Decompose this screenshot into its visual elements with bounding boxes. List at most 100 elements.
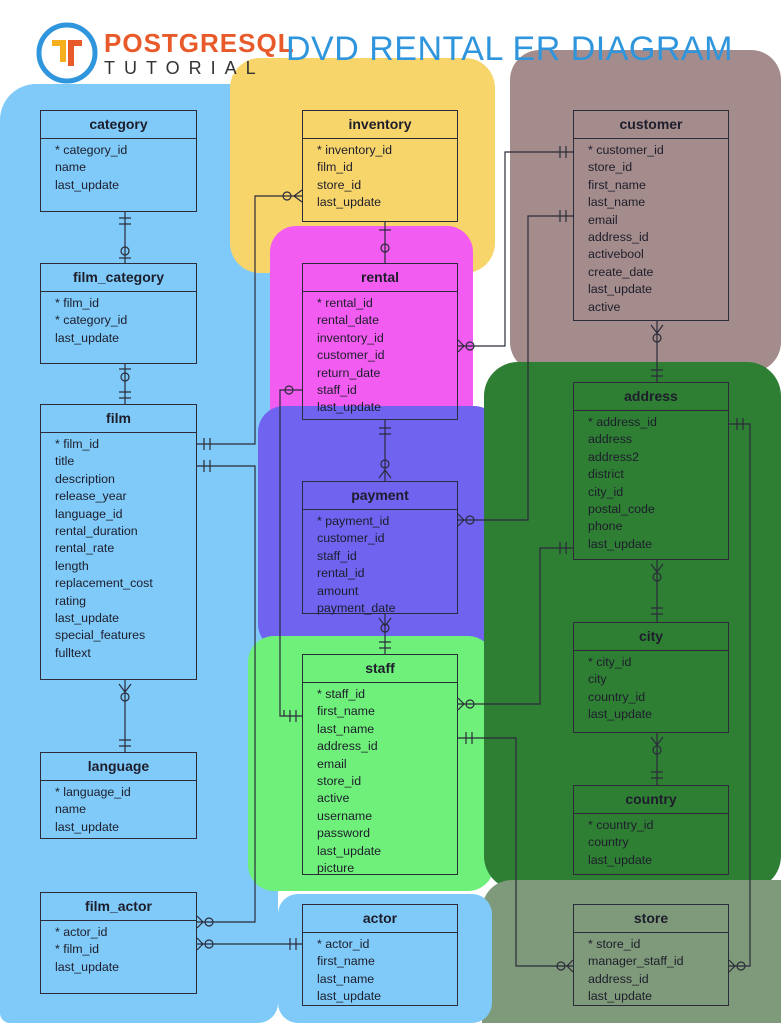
entity-film-category-title: film_category <box>41 264 196 292</box>
field-rental-date: rental_date <box>317 313 380 328</box>
field-create-date: create_date <box>588 264 654 279</box>
field-fulltext: fulltext <box>55 645 91 660</box>
field-store-id: store_id <box>317 774 362 789</box>
entity-address: address * address_id address address2 di… <box>573 382 729 560</box>
entity-category-title: category <box>41 111 196 139</box>
field-city-id: * city_id <box>588 655 632 669</box>
field-country-id: * country_id <box>588 818 654 832</box>
field-email: email <box>317 756 347 771</box>
entity-inventory-title: inventory <box>303 111 457 139</box>
actor-group-highlight <box>278 894 492 1023</box>
field-address-id: * address_id <box>588 415 657 429</box>
field-staff-id: staff_id <box>317 383 357 398</box>
entity-payment-title: payment <box>303 482 457 510</box>
field-last-update: last_update <box>55 177 120 192</box>
field-rental-rate: rental_rate <box>55 541 115 556</box>
field-film-id: film_id <box>317 160 353 175</box>
field-phone: phone <box>588 519 623 534</box>
field-description: description <box>55 471 115 486</box>
field-last-name: last_name <box>317 721 375 736</box>
field-rental-id: * rental_id <box>317 296 373 310</box>
field-actor-id: * actor_id <box>55 925 108 939</box>
field-first-name: first_name <box>588 177 646 192</box>
entity-country-title: country <box>574 786 728 814</box>
field-length: length <box>55 558 89 573</box>
entity-customer: customer * customer_id store_id first_na… <box>573 110 729 321</box>
field-last-update: last_update <box>588 282 653 297</box>
field-first-name: first_name <box>317 954 375 969</box>
entity-inventory: inventory * inventory_id film_id store_i… <box>302 110 458 222</box>
field-store-id: store_id <box>588 160 633 175</box>
entity-film-actor: film_actor * actor_id * film_id last_upd… <box>40 892 197 994</box>
field-language-id: * language_id <box>55 785 131 799</box>
field-active: active <box>588 299 621 314</box>
field-postal-code: postal_code <box>588 502 655 517</box>
field-activebool: activebool <box>588 247 644 262</box>
field-customer-id: customer_id <box>317 348 385 363</box>
field-last-update: last_update <box>588 852 653 867</box>
field-username: username <box>317 808 373 823</box>
field-category-id: * category_id <box>55 143 128 157</box>
field-title: title <box>55 454 75 469</box>
field-address-id: address_id <box>588 971 649 986</box>
entity-address-title: address <box>574 383 728 411</box>
field-last-update: last_update <box>317 843 382 858</box>
field-customer-id: customer_id <box>317 531 385 546</box>
field-district: district <box>588 467 624 482</box>
field-last-update: last_update <box>55 819 120 834</box>
field-category-id: * category_id <box>55 313 128 328</box>
field-password: password <box>317 826 371 841</box>
field-replacement-cost: replacement_cost <box>55 576 153 591</box>
entity-actor-title: actor <box>303 905 457 933</box>
field-store-id: * store_id <box>588 937 641 951</box>
field-picture: picture <box>317 861 355 876</box>
field-last-update: last_update <box>55 611 120 626</box>
field-payment-id: * payment_id <box>317 514 390 528</box>
field-actor-id: * actor_id <box>317 937 370 951</box>
brand-subtitle: TUTORIAL <box>104 58 265 78</box>
field-staff-id: * staff_id <box>317 687 365 701</box>
entity-payment: payment * payment_id customer_id staff_i… <box>302 481 458 616</box>
field-staff-id: staff_id <box>317 548 357 563</box>
field-last-update: last_update <box>588 707 653 722</box>
entity-film-title: film <box>41 405 196 433</box>
entity-store-title: store <box>574 905 728 933</box>
entity-language: language * language_id name last_update <box>40 752 197 839</box>
field-last-update: last_update <box>588 536 653 551</box>
field-inventory-id: * inventory_id <box>317 143 393 157</box>
field-last-update: last_update <box>55 330 120 345</box>
entity-customer-title: customer <box>574 111 728 139</box>
field-special-features: special_features <box>55 628 146 643</box>
field-country-id: country_id <box>588 689 646 704</box>
field-amount: amount <box>317 583 359 598</box>
field-last-name: last_name <box>317 971 375 986</box>
field-rental-duration: rental_duration <box>55 524 138 539</box>
field-film-id: * film_id <box>55 296 100 310</box>
entity-country: country * country_id country last_update <box>573 785 729 875</box>
field-country: country <box>588 835 629 850</box>
field-payment-date: payment_date <box>317 601 396 616</box>
field-store-id: store_id <box>317 177 362 192</box>
field-email: email <box>588 212 618 227</box>
entity-staff: staff * staff_id first_name last_name ad… <box>302 654 458 875</box>
entity-staff-title: staff <box>303 655 457 683</box>
entity-rental-title: rental <box>303 264 457 292</box>
customer-group-highlight <box>510 50 781 372</box>
store-group-highlight <box>482 880 781 1023</box>
field-language-id: language_id <box>55 506 123 521</box>
field-city: city <box>588 672 607 687</box>
entity-category: category * category_id name last_update <box>40 110 197 212</box>
field-name: name <box>55 160 86 175</box>
field-release-year: release_year <box>55 489 127 504</box>
entity-city-title: city <box>574 623 728 651</box>
field-last-update: last_update <box>55 959 120 974</box>
entity-actor: actor * actor_id first_name last_name la… <box>302 904 458 1006</box>
field-address: address <box>588 432 633 447</box>
entity-language-title: language <box>41 753 196 781</box>
field-customer-id: * customer_id <box>588 143 664 157</box>
entity-rental: rental * rental_id rental_date inventory… <box>302 263 458 420</box>
field-manager-staff-id: manager_staff_id <box>588 954 684 969</box>
field-inventory-id: inventory_id <box>317 330 384 345</box>
field-return-date: return_date <box>317 365 381 380</box>
